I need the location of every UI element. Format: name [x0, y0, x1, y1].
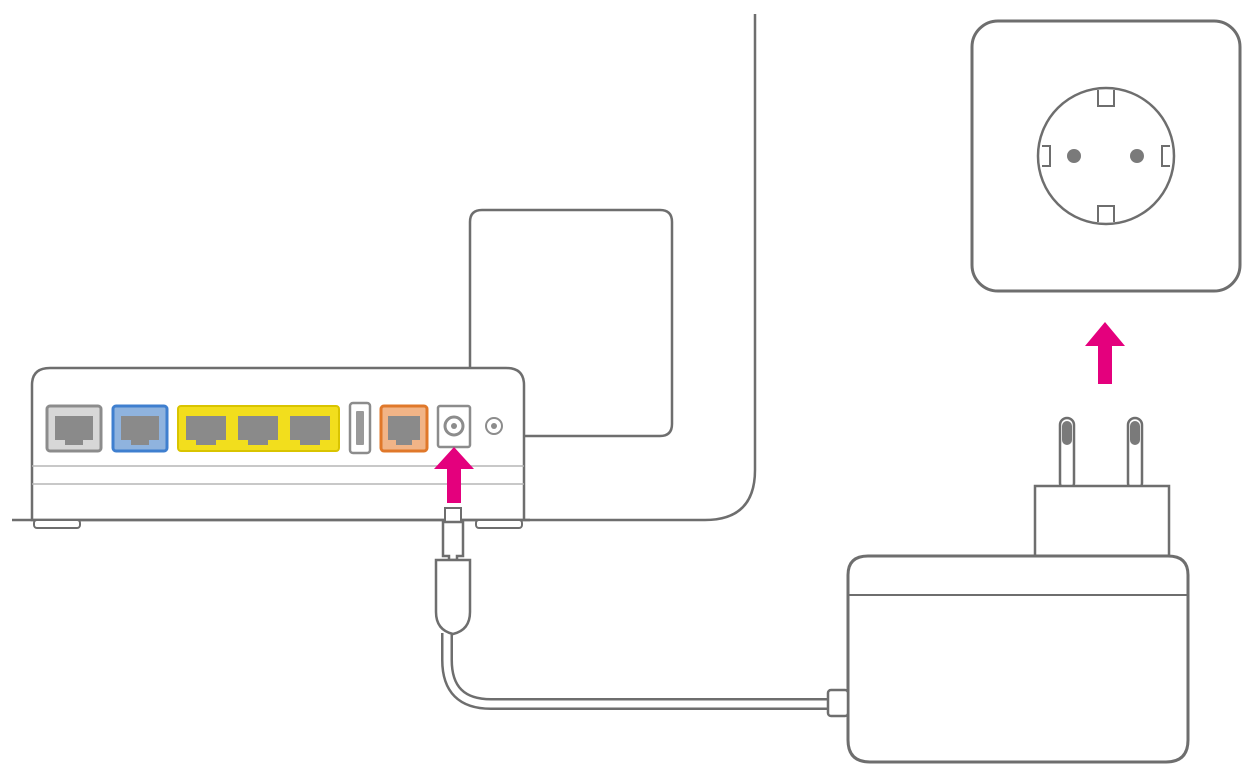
- wall-outlet-icon: [970, 19, 1242, 293]
- wall-outlet-arrow-icon: [1085, 322, 1125, 384]
- router-device: [12, 366, 530, 529]
- power-adapter-icon: [826, 416, 1190, 764]
- gray-ethernet-port: [45, 404, 103, 453]
- yellow-lan-port-2: [238, 416, 278, 445]
- dc-plug-icon: [434, 507, 472, 636]
- yellow-lan-ports: [177, 405, 340, 452]
- wall-corner-line: [525, 14, 757, 522]
- power-socket: [436, 404, 472, 449]
- power-socket-arrow-icon: [434, 447, 474, 503]
- reset-button: [485, 417, 503, 435]
- orange-port: [379, 404, 429, 453]
- power-cable: [441, 633, 830, 710]
- usb-port: [348, 401, 372, 455]
- blue-ethernet-port: [111, 404, 169, 453]
- yellow-lan-port-1: [186, 416, 226, 445]
- yellow-lan-port-3: [290, 416, 330, 445]
